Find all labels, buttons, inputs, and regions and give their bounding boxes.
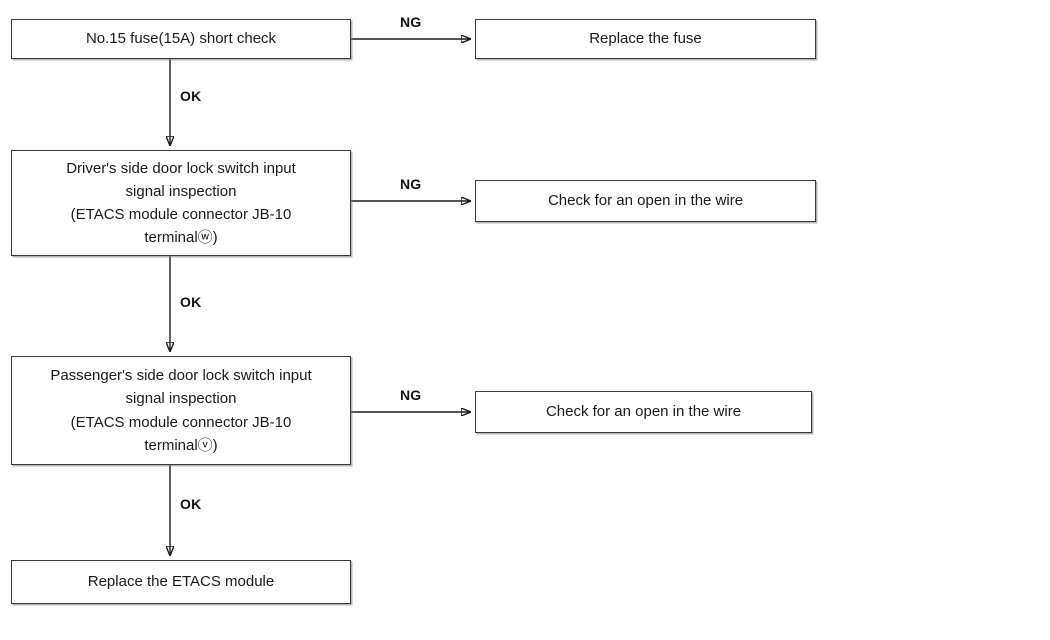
- node-fuse-check-label: No.15 fuse(15A) short check: [85, 30, 277, 48]
- node-replace-etacs[interactable]: Replace the ETACS module: [11, 560, 351, 604]
- node-fuse-check[interactable]: No.15 fuse(15A) short check: [11, 19, 351, 59]
- edge-label-passenger-ok: OK: [180, 496, 202, 512]
- edge-label-driver-ng: NG: [400, 176, 422, 192]
- edge-label-driver-ok: OK: [180, 294, 202, 310]
- node-passenger-open-wire-label: Check for an open in the wire: [545, 403, 742, 421]
- node-passenger-open-wire[interactable]: Check for an open in the wire: [475, 391, 812, 433]
- node-replace-etacs-label: Replace the ETACS module: [87, 573, 275, 591]
- node-driver-open-wire[interactable]: Check for an open in the wire: [475, 180, 816, 222]
- node-passenger-inspection[interactable]: Passenger's side door lock switch input …: [11, 356, 351, 465]
- node-replace-fuse[interactable]: Replace the fuse: [475, 19, 816, 59]
- edge-label-fuse-ng: NG: [400, 14, 422, 30]
- node-driver-inspection-label: Driver's side door lock switch input sig…: [66, 159, 296, 247]
- node-driver-inspection[interactable]: Driver's side door lock switch input sig…: [11, 150, 351, 256]
- node-driver-open-wire-label: Check for an open in the wire: [547, 192, 744, 210]
- edge-label-fuse-ok: OK: [180, 88, 202, 104]
- edge-label-passenger-ng: NG: [400, 387, 422, 403]
- node-replace-fuse-label: Replace the fuse: [589, 30, 702, 48]
- node-passenger-inspection-label: Passenger's side door lock switch input …: [50, 367, 312, 454]
